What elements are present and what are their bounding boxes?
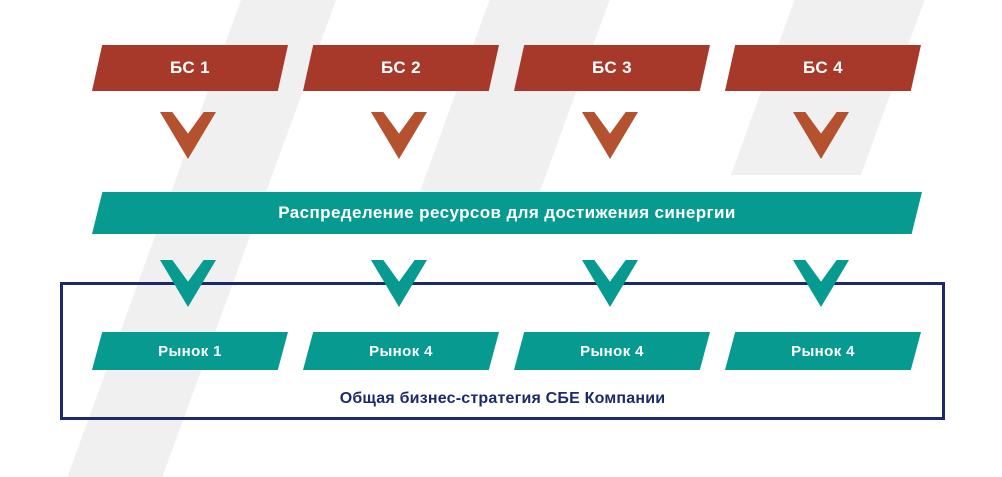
market-bar-4[interactable]: Рынок 4 — [725, 332, 921, 370]
down-arrow-icon-1 — [160, 112, 216, 159]
down-arrow-icon-3 — [582, 112, 638, 159]
market-bar-3[interactable]: Рынок 4 — [514, 332, 710, 370]
down-arrow-icon-2 — [371, 112, 427, 159]
strategy-bar-3[interactable]: БС 3 — [514, 45, 710, 91]
strategy-bar-1[interactable]: БС 1 — [92, 45, 288, 91]
strategy-bar-2[interactable]: БС 2 — [303, 45, 499, 91]
group-box-caption: Общая бизнес-стратегия СБЕ Компании — [339, 390, 666, 407]
strategy-bar-4[interactable]: БС 4 — [725, 45, 921, 91]
watermark-band-center — [409, 0, 621, 220]
resource-allocation-band[interactable]: Распределение ресурсов для достижения си… — [92, 192, 922, 234]
down-arrow-icon-4 — [793, 112, 849, 159]
market-bar-1[interactable]: Рынок 1 — [92, 332, 288, 370]
market-bar-2[interactable]: Рынок 4 — [303, 332, 499, 370]
business-strategy-group-box — [60, 282, 945, 420]
